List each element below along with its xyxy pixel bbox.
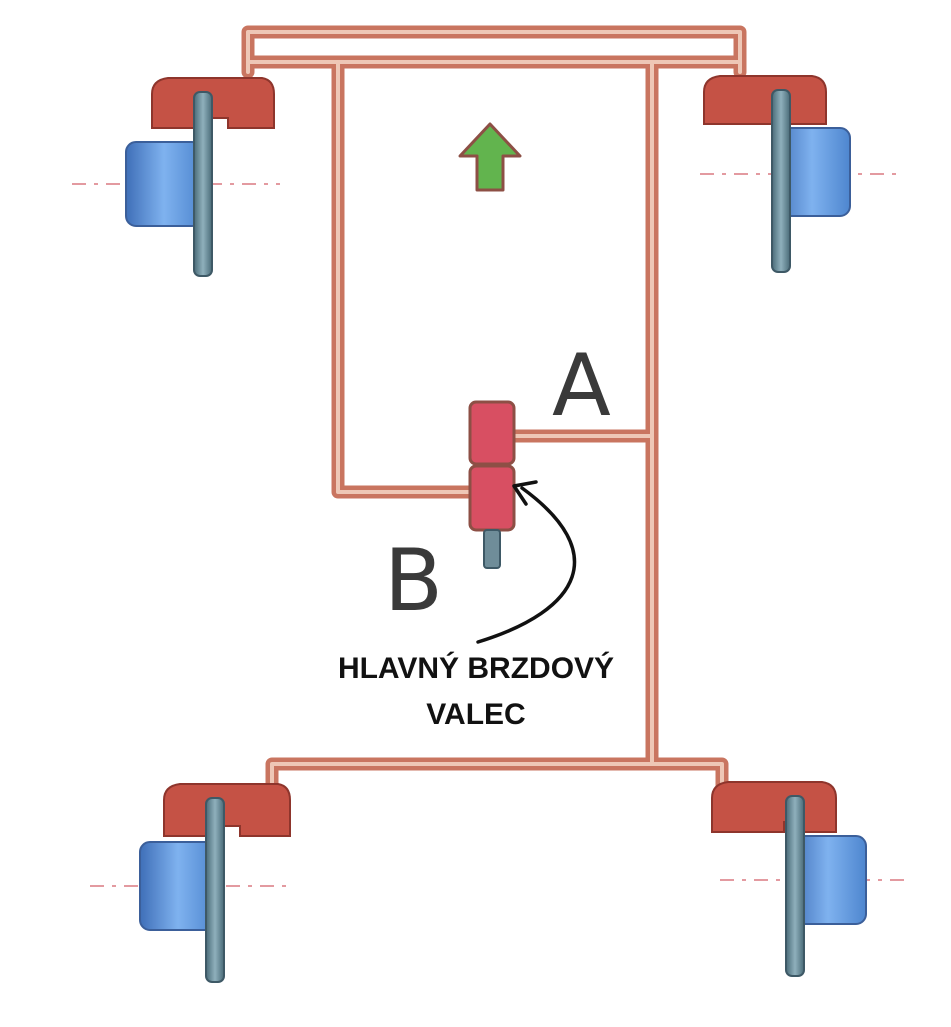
front-right-disc [771,89,791,273]
callout-arrow [476,480,577,644]
circuit-b-label: B [384,531,443,631]
master-cylinder-label-line2: VALEC [426,698,525,731]
arrow-up-icon [458,122,522,192]
master-cylinder-label-line1: HLAVNÝ BRZDOVÝ [338,651,614,685]
rear-right-disc [785,795,805,977]
master-cylinder-pushrod [483,529,501,569]
front-right-caliper [703,75,827,125]
brake-lines [241,25,747,797]
front-right-wheel [700,75,900,273]
circuit-a-label: A [552,336,611,436]
master-cylinder-chamber-b [468,464,516,532]
rear-right-caliper [711,781,837,833]
master-cylinder-chamber-a [468,400,516,466]
rear-left-caliper [163,783,291,837]
front-left-wheel [72,77,280,277]
front-left-wheel-hub [125,141,203,227]
front-left-disc [193,91,213,277]
rear-left-wheel [90,783,291,983]
master-brake-cylinder [468,400,516,569]
rear-left-disc [205,797,225,983]
rear-left-wheel-hub [139,841,217,931]
rear-right-wheel [711,781,910,977]
